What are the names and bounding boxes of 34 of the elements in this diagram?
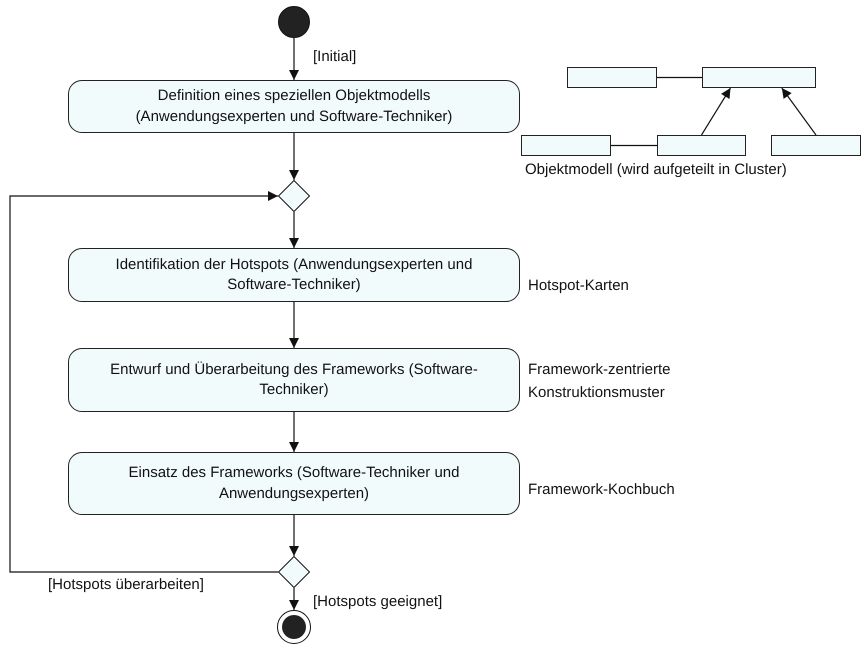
activity-box bbox=[68, 248, 520, 302]
class-box bbox=[702, 67, 816, 88]
arrow bbox=[289, 412, 299, 452]
class-box bbox=[521, 135, 611, 156]
artifact-note: Framework-Kochbuch bbox=[528, 480, 676, 500]
activity-text: Entwurf und Überarbeitung des Frameworks (Software-Techniker) bbox=[109, 360, 479, 400]
activity-text: Identifikation der Hotspots (Anwendungsexperten und Software-Techniker) bbox=[114, 254, 474, 295]
arrow bbox=[289, 38, 299, 80]
arrow bbox=[289, 588, 299, 610]
initial-node bbox=[278, 6, 310, 38]
activity-box bbox=[68, 80, 520, 133]
arrow bbox=[700, 88, 732, 136]
class-box bbox=[657, 135, 746, 156]
activity-box bbox=[68, 452, 520, 515]
arrow bbox=[781, 88, 816, 136]
arrow bbox=[289, 515, 299, 556]
activity-text: Definition eines speziellen Objektmodells (Anwendungsexperten und Software-Techniker) bbox=[134, 86, 454, 126]
arrow bbox=[9, 191, 278, 573]
artifact-note: Framework-zentrierte Konstruktionsmuster bbox=[528, 360, 672, 404]
final-node bbox=[277, 610, 311, 644]
decision-diamond bbox=[278, 556, 310, 588]
arrow bbox=[289, 212, 299, 248]
guard-label: [Initial] bbox=[313, 49, 356, 66]
decision-diamond bbox=[278, 180, 310, 212]
guard-label: [Hotspots überarbeiten] bbox=[48, 577, 204, 594]
arrow bbox=[289, 302, 299, 348]
arrow bbox=[289, 133, 299, 180]
artifact-note: Hotspot-Karten bbox=[528, 276, 630, 296]
activity-box bbox=[68, 348, 520, 412]
class-box bbox=[567, 67, 657, 88]
guard-label: [Hotspots geeignet] bbox=[313, 594, 442, 610]
diagram-caption: Objektmodell (wird aufgeteilt in Cluster) bbox=[525, 162, 787, 178]
activity-text: Einsatz des Frameworks (Software-Techniker und Anwendungsexperten) bbox=[128, 463, 460, 504]
class-box bbox=[771, 135, 861, 156]
